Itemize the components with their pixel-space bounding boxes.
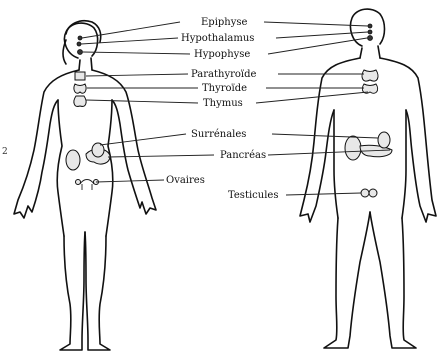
female-hypophyse: [78, 50, 83, 55]
female-thyroid: [74, 84, 86, 93]
label-thyroide: Thyroïde: [202, 83, 247, 94]
male-right-leg: [370, 212, 416, 348]
male-adrenal: [378, 132, 390, 148]
label-epiphyse: Epiphyse: [201, 17, 248, 28]
male-hypothalamus: [368, 30, 372, 34]
female-left-arm: [14, 70, 79, 218]
female-torso-right: [106, 100, 113, 236]
male-head: [350, 9, 384, 46]
female-ovary-left: [76, 180, 81, 185]
label-parathyroide: Parathyroïde: [191, 69, 256, 80]
male-epiphyse: [368, 24, 372, 28]
male-kidney-left: [345, 136, 361, 160]
label-pancreas: Pancréas: [220, 150, 266, 161]
female-right-leg: [85, 232, 110, 350]
female-left-leg: [60, 232, 85, 350]
label-ovaires: Ovaires: [166, 175, 205, 186]
labels: Epiphyse Hypothalamus Hypophyse Parathyr…: [2, 17, 278, 201]
female-hypothalamus: [77, 42, 81, 46]
female-kidney-left: [66, 150, 80, 170]
male-organs: [345, 24, 392, 197]
label-hypothalamus: Hypothalamus: [181, 33, 254, 44]
female-uterus: [80, 180, 94, 191]
label-surrenales: Surrénales: [191, 129, 246, 140]
male-left-leg: [324, 212, 370, 348]
male-torso-right: [402, 110, 406, 218]
female-neck: [79, 58, 92, 70]
male-figure: [300, 9, 436, 348]
male-testicle-right: [369, 189, 377, 197]
female-epiphyse: [78, 36, 82, 40]
male-parathyroid: [362, 70, 378, 81]
label-testicules: Testicules: [228, 190, 278, 201]
stray-mark: 2: [2, 147, 8, 157]
male-testicle-left: [361, 189, 369, 197]
female-parathyroid: [75, 72, 85, 80]
label-thymus: Thymus: [203, 98, 243, 109]
female-hair: [63, 21, 101, 64]
male-hypophyse: [368, 36, 373, 41]
female-torso-left: [57, 100, 64, 236]
female-thymus: [74, 96, 86, 106]
male-neck: [360, 46, 380, 58]
female-figure: [14, 21, 156, 350]
male-torso-left: [334, 110, 338, 218]
female-organs: [66, 36, 110, 190]
label-hypophyse: Hypophyse: [194, 49, 250, 60]
